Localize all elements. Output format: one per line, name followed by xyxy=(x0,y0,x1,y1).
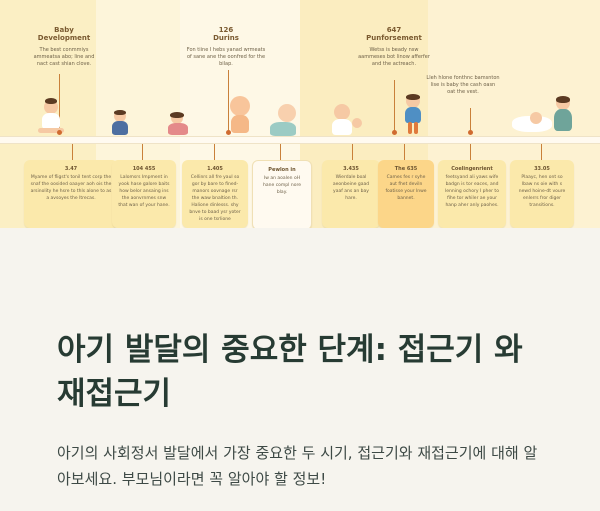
card-body: Cames fes r syhe aut fhet deviln foatiss… xyxy=(385,175,427,201)
card-title: 33.05 xyxy=(534,166,550,172)
connector-line xyxy=(352,142,353,160)
card-title: 3.435 xyxy=(343,166,359,172)
baby-figure-3 xyxy=(165,112,195,138)
stage-title: 647 xyxy=(386,26,402,34)
stage-description: Wetss is beady nsw aammeses bot linow af… xyxy=(358,47,430,67)
timeline-track xyxy=(0,136,600,144)
stage-caption: 126 Durins Fon tiine I hebs yanad wrmeat… xyxy=(186,26,266,68)
card-body: Plaayc, hen ont so lbaw ns oie with s ne… xyxy=(518,175,566,208)
card-body: Wierdale boal aeonbeine gaad yaaf ans an… xyxy=(332,175,370,201)
card-title: The 635 xyxy=(394,166,418,172)
baby-figure-1 xyxy=(36,98,66,138)
connector-line xyxy=(214,142,215,160)
info-card: 3.47 Myame of fligst's tonil tent corp t… xyxy=(24,160,118,228)
connector-line xyxy=(59,74,60,134)
info-card: 3.435 Wierdale boal aeonbeine gaad yaaf … xyxy=(322,160,380,228)
timeline-infographic: Baby Development The best conmmiys ammea… xyxy=(0,0,600,228)
article-description: 아기의 사회정서 발달에서 가장 중요한 두 시기, 접근기와 재접근기에 대해… xyxy=(57,444,538,488)
timeline-marker xyxy=(57,130,62,135)
connector-line xyxy=(541,142,542,160)
stage-caption: Lleh hlone fonthnc bamsnton lise is baby… xyxy=(426,70,500,96)
connector-line xyxy=(72,142,73,160)
card-body: Lalomsrs Impment in yook hase galore bai… xyxy=(118,175,170,208)
stage-description: Fon tiine I hebs yanad wrmeats of sane a… xyxy=(186,47,266,67)
info-card: Pewlon in Iw an aoalen oH hane compl nor… xyxy=(252,160,312,228)
info-card: 104 455 Lalomsrs Impment in yook hase ga… xyxy=(112,160,176,228)
stage-description: Lleh hlone fonthnc bamsnton lise is baby… xyxy=(426,75,500,95)
parent-and-baby-figure xyxy=(512,96,578,138)
baby-figure-6 xyxy=(330,104,366,138)
connector-line xyxy=(394,80,395,134)
card-body: feetsyand ali yaws wife badgn is tor eac… xyxy=(445,175,499,208)
stage-description: The best conmmiys ammeatsa abo; line and… xyxy=(33,47,95,67)
card-body: Iw an aoalen oH hane compl nore blay. xyxy=(263,176,301,195)
timeline-marker xyxy=(392,130,397,135)
baby-figure-5 xyxy=(268,104,300,138)
baby-figure-2 xyxy=(108,110,134,138)
card-body: Myame of fligst's tonil tent corp the sn… xyxy=(30,175,112,201)
card-title: 3.47 xyxy=(64,166,78,172)
toddler-figure xyxy=(402,94,424,138)
stage-subtitle: Durins xyxy=(213,34,239,42)
card-title: 104 455 xyxy=(132,166,156,172)
info-card: 1.405 Cellinrs all fre yaul so gor by ba… xyxy=(182,160,248,228)
connector-line xyxy=(142,142,143,160)
card-title: 1.405 xyxy=(207,166,223,172)
stage-caption: Baby Development The best conmmiys ammea… xyxy=(28,26,100,68)
info-card: Coelingenrient feetsyand ali yaws wife b… xyxy=(438,160,506,228)
stage-subtitle: Development xyxy=(37,34,91,42)
timeline-marker xyxy=(468,130,473,135)
stage-title: Baby xyxy=(54,26,74,34)
stage-title: 126 xyxy=(218,26,234,34)
timeline-marker xyxy=(226,130,231,135)
stage-caption: 647 Punforsement Wetss is beady nsw aamm… xyxy=(356,26,432,68)
card-title: Pewlon in xyxy=(268,167,296,173)
connector-line xyxy=(228,70,229,134)
info-card: The 635 Cames fes r syhe aut fhet deviln… xyxy=(378,160,434,228)
card-body: Cellinrs all fre yaul so gor by bare to … xyxy=(189,175,241,222)
connector-line xyxy=(404,142,405,160)
connector-line xyxy=(470,142,471,160)
connector-line xyxy=(280,142,281,160)
article-headline[interactable]: 아기 발달의 중요한 단계: 접근기 와 재접근기 xyxy=(57,332,523,412)
baby-figure-4 xyxy=(228,96,252,138)
stage-subtitle: Punforsement xyxy=(366,34,422,42)
info-card: 33.05 Plaayc, hen ont so lbaw ns oie wit… xyxy=(510,160,574,228)
card-title: Coelingenrient xyxy=(451,166,493,172)
connector-line xyxy=(470,108,471,134)
